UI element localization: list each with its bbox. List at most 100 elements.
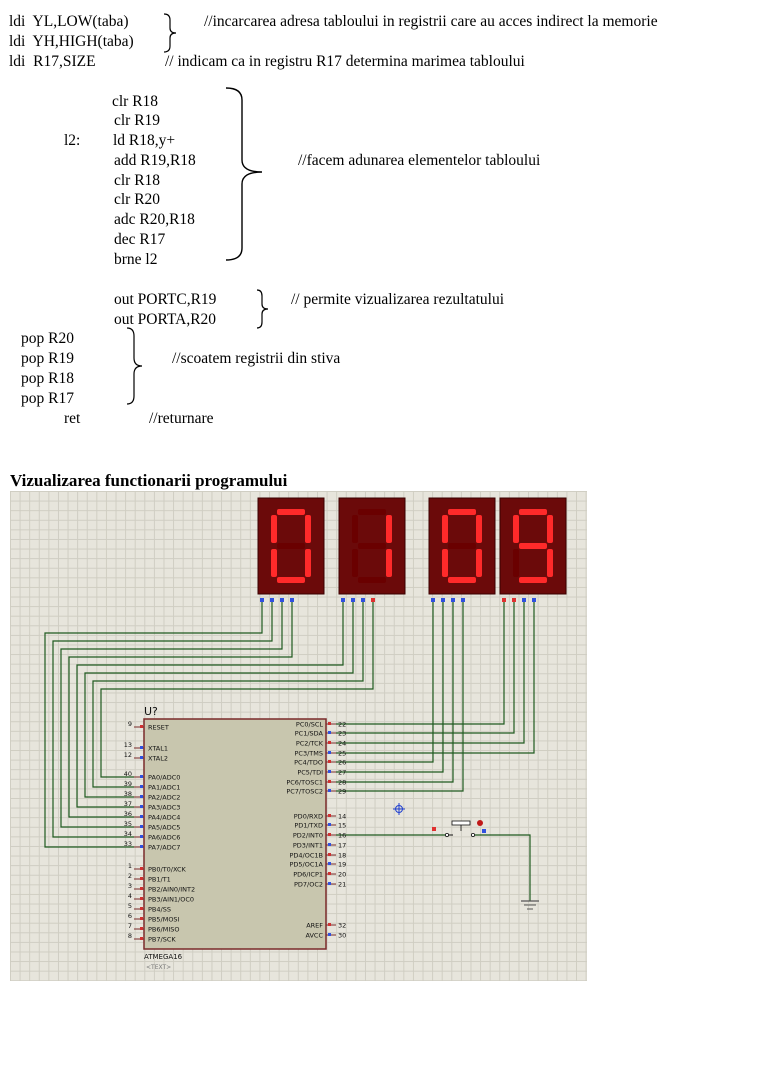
seven-segment-display (499, 497, 567, 602)
display-segment (358, 577, 386, 583)
chip-pin-marker (140, 917, 143, 920)
display-pin (270, 598, 274, 602)
display-segment (519, 543, 547, 549)
brace-out (256, 289, 269, 329)
display-pin (441, 598, 445, 602)
wire-port-a (44, 602, 263, 848)
chip-pin-marker (328, 780, 331, 783)
chip-pin-name: PB2/AIN0/INT2 (148, 886, 195, 894)
display-segment (448, 577, 476, 583)
display-segment (386, 549, 392, 577)
chip-pin-marker (140, 725, 143, 728)
display-segment (448, 509, 476, 515)
chip-pin-number: 18 (338, 852, 346, 860)
chip-pin-number: 16 (338, 832, 346, 840)
display-segment (358, 543, 386, 549)
chip-pin-name: AVCC (305, 932, 323, 940)
wire-port-a (84, 602, 354, 798)
chip-pin-number: 29 (338, 788, 346, 796)
display-segment (547, 515, 553, 543)
display-segment (519, 509, 547, 515)
chip-pin-name: PC0/SCL (296, 721, 323, 729)
comment-ret: //returnare (149, 410, 214, 427)
push-button (432, 820, 486, 837)
chip-pin-marker (140, 746, 143, 749)
chip-body (143, 718, 327, 950)
chip-pin-marker (328, 862, 331, 865)
chip-pin-number: 25 (338, 750, 346, 758)
chip-pin-marker (328, 823, 331, 826)
wire-port-a (52, 602, 273, 838)
chip-pin-name: PC3/TMS (295, 750, 324, 758)
loop-line-5: clr R18 (114, 172, 161, 189)
chip-pin-marker (140, 815, 143, 818)
chip-pin-name: PD3/INT1 (293, 842, 323, 850)
chip-pin-marker (140, 927, 143, 930)
chip-pin-name: PC5/TDI (297, 769, 323, 777)
chip-pin-name: PD5/OC1A (290, 861, 324, 869)
display-pin (351, 598, 355, 602)
chip-pin-name: PB4/SS (148, 906, 171, 914)
chip-pin-marker (328, 853, 331, 856)
chip-pin-number: 34 (124, 830, 132, 838)
chip-pin-number: 15 (338, 822, 346, 830)
display-pin (461, 598, 465, 602)
chip-pin-marker (328, 741, 331, 744)
chip-pin-number: 12 (124, 751, 132, 759)
chip-pin-name: PA5/ADC5 (148, 824, 180, 832)
button-contact (470, 832, 475, 837)
display-segment (386, 515, 392, 543)
display-segment (305, 515, 311, 543)
comment-sum: //facem adunarea elementelor tabloului (298, 152, 541, 169)
button-probe (477, 820, 483, 826)
chip-pin-number: 39 (124, 780, 132, 788)
chip-pin-name: PD2/INT0 (293, 832, 323, 840)
chip-pin-name: XTAL2 (148, 755, 168, 763)
pop-line-3: pop R18 (21, 370, 74, 387)
display-pin (280, 598, 284, 602)
chip-pin-number: 36 (124, 810, 132, 818)
display-segment (277, 509, 305, 515)
brace-pop (126, 327, 143, 405)
chip-pin-number: 13 (124, 741, 132, 749)
button-pin-marker (432, 827, 436, 831)
chip-pin-marker (328, 833, 331, 836)
display-pin (431, 598, 435, 602)
chip-pin-name: PB1/T1 (148, 876, 171, 884)
wire-port-a (68, 602, 293, 818)
chip-pin-name: PA0/ADC0 (148, 774, 180, 782)
ground-symbol (521, 900, 539, 910)
chip-pin-name: PC4/TDO (294, 759, 323, 767)
chip-pin-marker (140, 845, 143, 848)
comment-size: // indicam ca in registru R17 determina … (165, 53, 525, 70)
chip-pin-name: PA3/ADC3 (148, 804, 180, 812)
chip-pin-number: 37 (124, 800, 132, 808)
chip-ref: U? (144, 705, 158, 718)
display-pin (451, 598, 455, 602)
chip-pin-number: 33 (124, 840, 132, 848)
chip-pin-number: 28 (338, 779, 346, 787)
chip-pin-number: 21 (338, 881, 346, 889)
chip-pin-number: 17 (338, 842, 346, 850)
chip-pin-marker (140, 756, 143, 759)
out-line-1: out PORTC,R19 (114, 291, 217, 308)
button-cap (451, 820, 471, 826)
chip-pin-name: XTAL1 (148, 745, 168, 753)
chip-pin-name: PD4/OC1B (290, 852, 324, 860)
ret-line: ret (64, 410, 81, 427)
display-pin (532, 598, 536, 602)
chip-pin-number: 3 (128, 882, 132, 890)
button-contact (444, 832, 449, 837)
code-header-line-2: ldi YH,HIGH(taba) (9, 33, 134, 50)
chip-pin-name: PB6/MISO (148, 926, 179, 934)
display-pin (502, 598, 506, 602)
display-segment (442, 515, 448, 543)
chip-pin-marker (328, 814, 331, 817)
display-segment (547, 549, 553, 577)
chip-pin-marker (328, 770, 331, 773)
loop-line-7: adc R20,R18 (114, 211, 195, 228)
display-segment (476, 549, 482, 577)
wire-port-c (336, 602, 535, 754)
loop-label: l2: (64, 132, 81, 149)
